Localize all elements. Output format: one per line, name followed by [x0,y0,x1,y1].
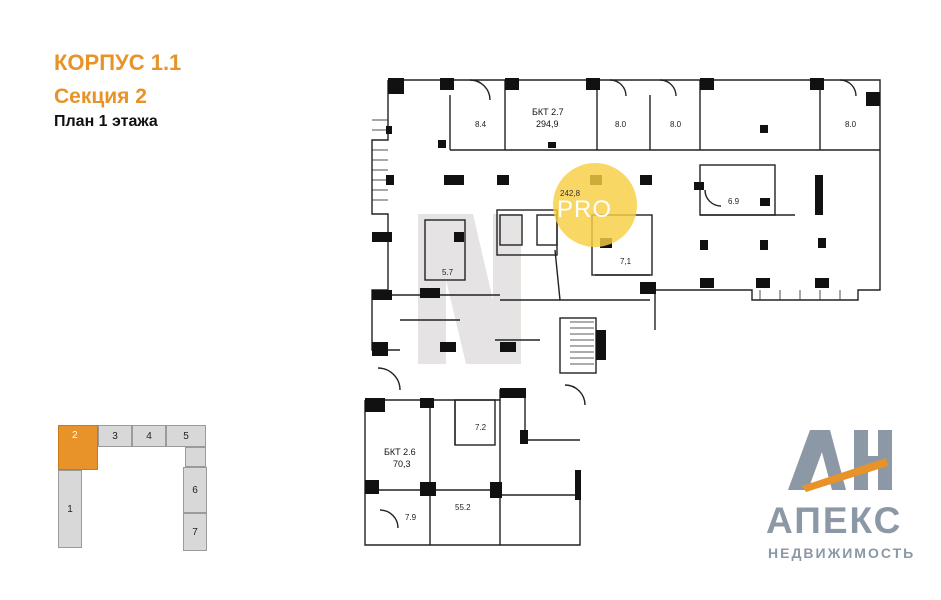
room-area-label: 8.0 [670,120,682,129]
room-area-label: 5.7 [442,268,454,277]
section-1-tile[interactable]: 1 [58,470,82,548]
section-5-tile-ext [185,447,206,467]
room-area-label: 7.2 [475,423,487,432]
agency-logo-mark [788,430,892,492]
section-5-tile[interactable]: 5 [166,425,206,447]
bkt-27-name: БКТ 2.7 [532,107,564,117]
section-4-tile[interactable]: 4 [132,425,166,447]
pro-badge-text: PRO [557,196,613,223]
bkt-27-area: 294,9 [536,119,559,129]
section-7-tile[interactable]: 7 [183,513,207,551]
section-title: Секция 2 [54,85,147,108]
watermark [418,214,521,364]
bkt-26-area: 70,3 [393,459,411,469]
room-area-label: 8.0 [615,120,627,129]
building-title: КОРПУС 1.1 [54,50,182,75]
section-6-tile[interactable]: 6 [183,467,207,513]
room-area-label: 6.9 [728,197,740,206]
agency-logo-name: АПЕКС [766,500,903,541]
room-area-label: 7.9 [405,513,417,522]
room-area-label: 8.0 [845,120,857,129]
section-3-tile[interactable]: 3 [98,425,132,447]
floor-plan-title: План 1 этажа [54,113,158,130]
room-area-label: 8.4 [475,120,487,129]
room-area-label: 7,1 [620,257,632,266]
plan-columns [365,78,880,500]
room-area-label: 55.2 [455,503,471,512]
pro-area-label: 242,8 [560,189,581,198]
pro-highlight-circle[interactable] [553,163,637,247]
agency-logo-tagline: НЕДВИЖИМОСТЬ [768,545,916,561]
section-2-tile[interactable]: 2 [58,425,98,470]
bkt-26-name: БКТ 2.6 [384,447,416,457]
